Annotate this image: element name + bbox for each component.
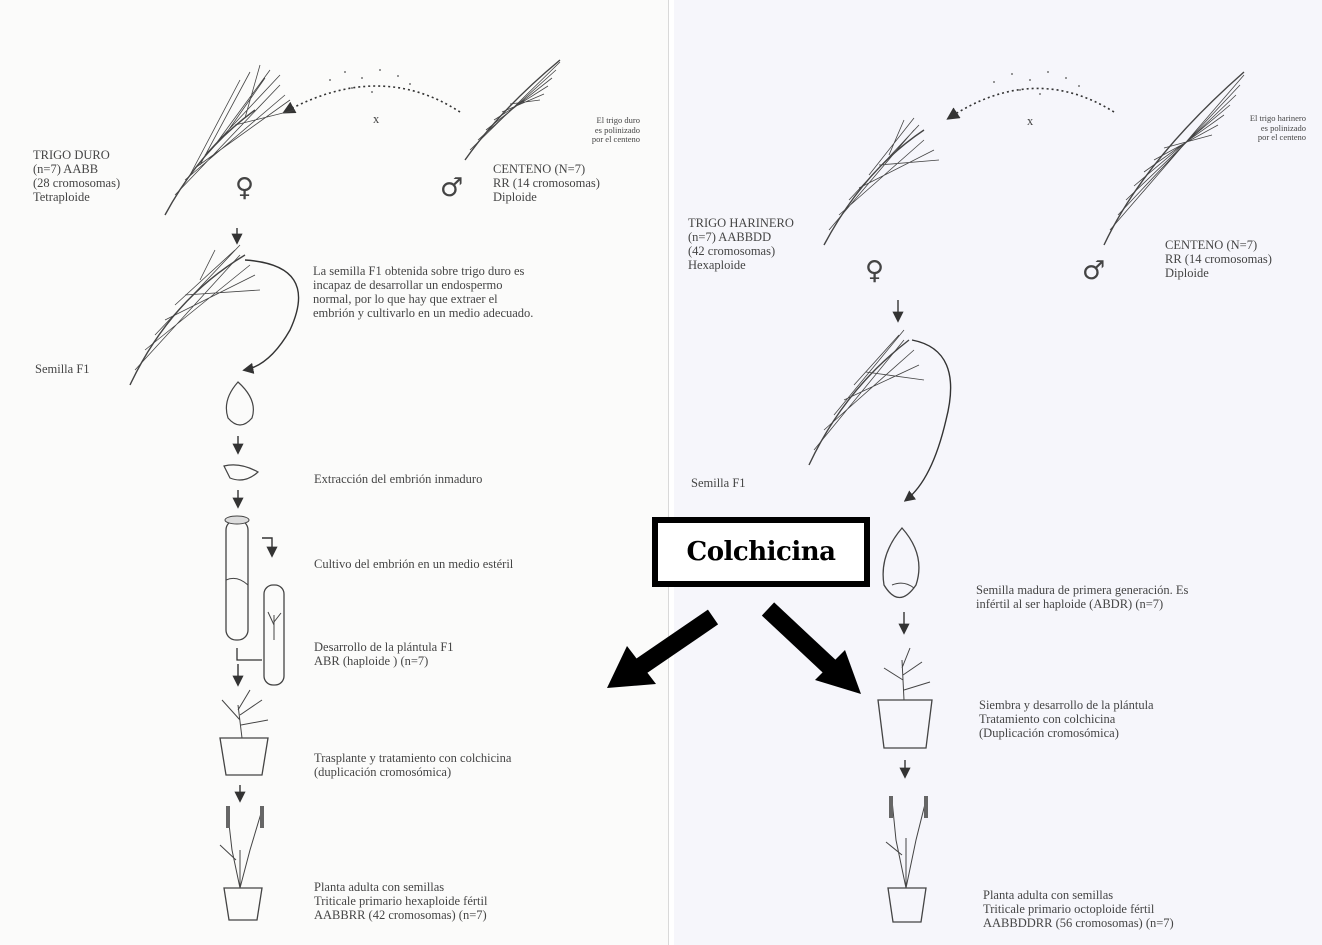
rye-spike (1104, 72, 1244, 245)
step-adult-left: Planta adulta con semillas Triticale pri… (314, 880, 487, 922)
female-symbol-right: ♀ (865, 258, 884, 284)
colchicina-callout: Colchicina (652, 517, 870, 587)
pot-2 (888, 888, 926, 922)
pollination-note-left: El trigo duro es polinizado por el cente… (560, 116, 640, 145)
male-parent-right: CENTENO (N=7) RR (14 cromosomas) Diploid… (1165, 238, 1272, 280)
seed-label-right: Semilla F1 (691, 476, 746, 490)
seed (226, 382, 253, 425)
seed-note-left: La semilla F1 obtenida sobre trigo duro … (313, 264, 533, 320)
cross-mark-right: x (1027, 114, 1033, 128)
step-plantlet: Desarrollo de la plántula F1 ABR (haploi… (314, 640, 454, 668)
test-tube-1 (226, 520, 248, 640)
male-symbol-left: ♂ (440, 175, 463, 201)
pot-1 (878, 700, 932, 748)
pollen-dots (329, 69, 411, 93)
female-parent-left: TRIGO DURO (n=7) AABB (28 cromosomas) Te… (33, 148, 120, 204)
f1-spike (809, 330, 924, 465)
step-transplant: Trasplante y tratamiento con colchicina … (314, 751, 511, 779)
f1-spike (130, 245, 260, 385)
pollination-note-right: El trigo harinero es polinizado por el c… (1214, 114, 1306, 143)
rye-spike (465, 60, 560, 160)
left-panel-durum-wheat: El trigo duro es polinizado por el cente… (0, 0, 669, 945)
step-extraction: Extracción del embrión inmaduro (314, 472, 482, 486)
pot-1 (220, 738, 268, 775)
colchicina-label: Colchicina (658, 523, 864, 581)
seed-arrow (245, 260, 299, 370)
bread-wheat-spike (824, 118, 939, 245)
seed-label-left: Semilla F1 (35, 362, 90, 376)
female-parent-right: TRIGO HARINERO (n=7) AABBDD (42 cromosom… (688, 216, 794, 272)
female-symbol-left: ♀ (235, 175, 254, 201)
step-culture: Cultivo del embrión en un medio estéril (314, 557, 513, 571)
pot-2 (224, 888, 262, 920)
cross-mark-left: x (373, 112, 379, 126)
seed-arrow (906, 340, 951, 500)
step-mature-seed: Semilla madura de primera generación. Es… (976, 583, 1188, 611)
step-sowing: Siembra y desarrollo de la plántula Trat… (979, 698, 1154, 740)
embryo (224, 465, 258, 480)
right-panel-bread-wheat: El trigo harinero es polinizado por el c… (674, 0, 1322, 945)
pollination-arc (285, 86, 460, 112)
durum-wheat-spike (165, 65, 295, 215)
step-adult-right: Planta adulta con semillas Triticale pri… (983, 888, 1174, 930)
male-symbol-right: ♂ (1082, 258, 1105, 284)
male-parent-left: CENTENO (N=7) RR (14 cromosomas) Diploid… (493, 162, 600, 204)
